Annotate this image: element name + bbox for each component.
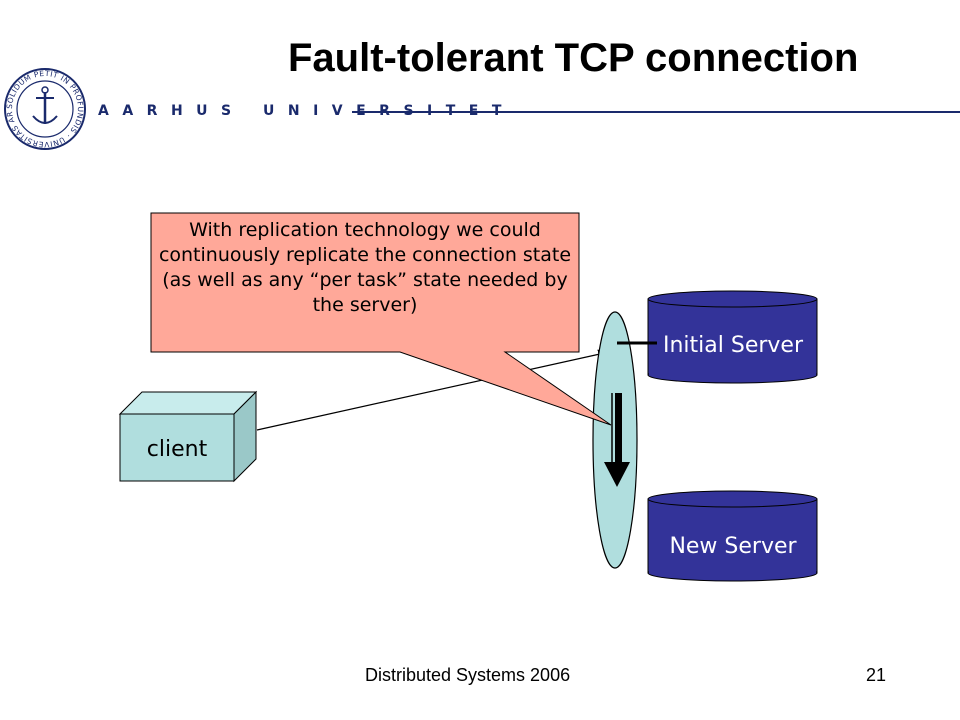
new-server-cylinder — [647, 490, 818, 582]
new-server-label: New Server — [669, 534, 797, 559]
initial-server-cylinder — [647, 290, 818, 384]
callout-text: With replication technology we could con… — [158, 219, 572, 316]
initial-server-label: Initial Server — [663, 333, 804, 358]
header-rule — [352, 111, 960, 113]
client-label: client — [147, 437, 208, 462]
university-name: AARHUS UNIVERSITET — [98, 103, 515, 119]
failover-arrow — [604, 393, 630, 487]
university-seal-logo: SOLIDUM PETIT IN PROFUNDIS · UNIVERSITAS… — [0, 64, 86, 150]
callout-bubble — [150, 212, 612, 426]
connection-line — [256, 349, 611, 431]
client-box — [118, 390, 258, 483]
footer-course: Distributed Systems 2006 — [365, 665, 571, 685]
page-number: 21 — [866, 665, 887, 685]
slide-title: Fault-tolerant TCP connection — [288, 36, 859, 80]
